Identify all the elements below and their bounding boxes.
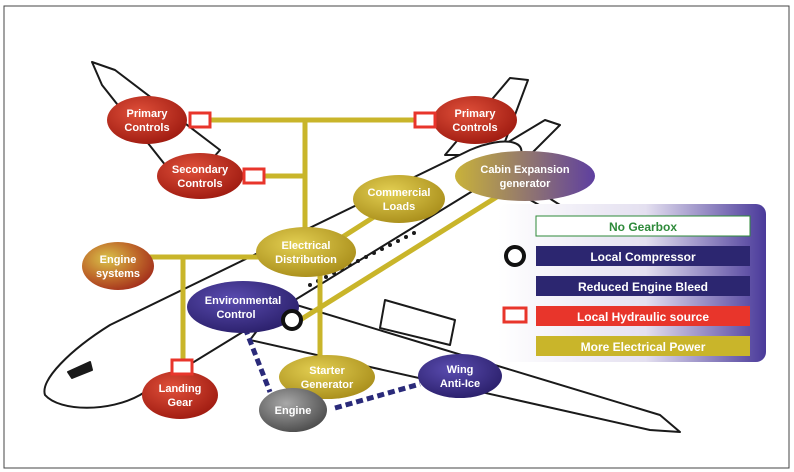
node-label-line2: Loads <box>383 201 415 213</box>
node-label-line1: Cabin Expansion <box>480 164 570 176</box>
node-label-line2: Control <box>216 309 255 321</box>
square-icon <box>502 306 528 324</box>
compressor-marker-icon <box>281 309 303 331</box>
node-primary-controls-left: Primary Controls <box>107 96 187 144</box>
node-label-line2: Gear <box>167 397 193 409</box>
node-label-line2: generator <box>500 178 551 190</box>
legend-label-more-electrical-power: More Electrical Power <box>581 340 706 354</box>
node-label-line1: Engine <box>275 405 312 417</box>
bleed-air-links <box>242 327 421 411</box>
node-electrical-distribution: Electrical Distribution <box>256 227 356 277</box>
node-label-line1: Engine <box>100 254 137 266</box>
node-starter-generator: Starter Generator <box>279 355 375 399</box>
circle-icon <box>504 245 526 267</box>
node-label-line1: Landing <box>159 383 202 395</box>
node-label-line1: Primary <box>455 108 497 120</box>
node-engine-systems: Engine systems <box>82 242 154 290</box>
legend-item-reduced-engine-bleed <box>536 276 750 296</box>
legend-label-no-gearbox: No Gearbox <box>609 220 677 234</box>
node-label-line2: Generator <box>301 379 354 391</box>
node-label-line1: Environmental <box>205 295 281 307</box>
node-engine: Engine <box>259 388 327 432</box>
node-label-line2: Anti-Ice <box>440 378 480 390</box>
node-primary-controls-right: Primary Controls <box>433 96 517 144</box>
node-label-line1: Starter <box>309 365 345 377</box>
legend-label-reduced-engine-bleed: Reduced Engine Bleed <box>578 280 708 294</box>
node-label-line2: Controls <box>452 122 497 134</box>
legend-item-local-compressor <box>536 246 750 266</box>
legend-item-no-gearbox <box>535 215 751 237</box>
node-commercial-loads: Commercial Loads <box>353 175 445 223</box>
legend-label-local-hydraulic-source: Local Hydraulic source <box>577 310 709 324</box>
node-environmental-control: Environmental Control <box>187 281 299 333</box>
node-wing-anti-ice: Wing Anti-Ice <box>418 354 502 398</box>
node-label-line1: Commercial <box>368 187 431 199</box>
node-label-line1: Secondary <box>172 164 229 176</box>
hydraulic-marker-icon <box>170 358 194 376</box>
node-label-line1: Primary <box>127 108 169 120</box>
legend-label-local-compressor: Local Compressor <box>590 250 696 264</box>
node-label-line1: Wing <box>447 364 474 376</box>
node-label-line2: systems <box>96 268 140 280</box>
node-label-line1: Electrical <box>282 240 331 252</box>
node-secondary-controls: Secondary Controls <box>157 153 243 199</box>
node-landing-gear: Landing Gear <box>142 371 218 419</box>
legend: No Gearbox Local Compressor Reduced Engi… <box>498 204 766 362</box>
node-label-line2: Controls <box>177 178 222 190</box>
node-cabin-expansion-generator: Cabin Expansion generator <box>455 151 595 201</box>
hydraulic-marker-icon <box>242 167 266 185</box>
legend-item-local-hydraulic-source <box>536 306 750 326</box>
node-label-line2: Distribution <box>275 254 337 266</box>
hydraulic-marker-icon <box>188 111 212 129</box>
legend-item-more-electrical-power <box>536 336 750 356</box>
node-label-line2: Controls <box>124 122 169 134</box>
hydraulic-marker-icon <box>413 111 437 129</box>
